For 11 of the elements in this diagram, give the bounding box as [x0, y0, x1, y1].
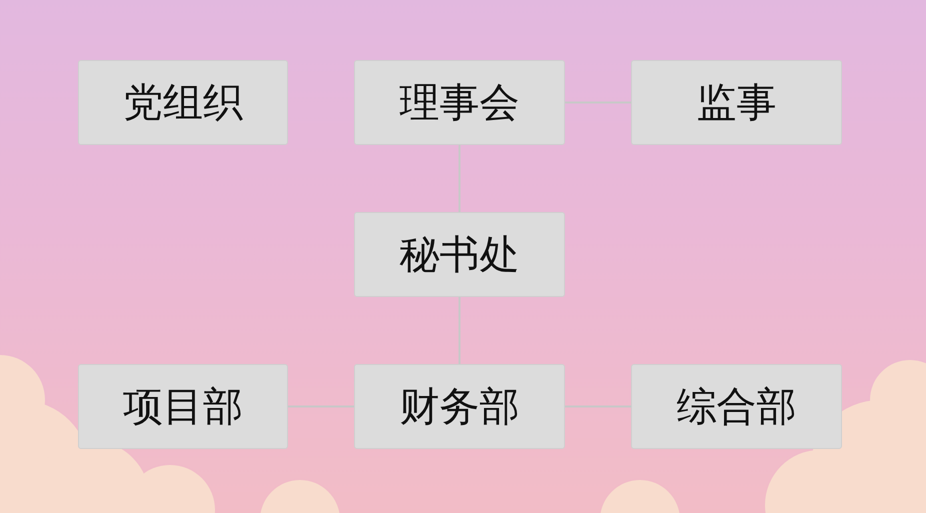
org-box: 项目部 — [78, 364, 288, 449]
org-box: 财务部 — [354, 364, 565, 449]
org-box: 秘书处 — [354, 212, 565, 297]
connector-line — [565, 406, 631, 408]
org-box: 综合部 — [631, 364, 842, 449]
org-box: 理事会 — [354, 60, 565, 145]
org-box: 党组织 — [78, 60, 288, 145]
org-box: 监事 — [631, 60, 842, 145]
connector-line — [288, 406, 354, 408]
connector-line — [458, 297, 460, 364]
connector-line — [458, 145, 460, 212]
